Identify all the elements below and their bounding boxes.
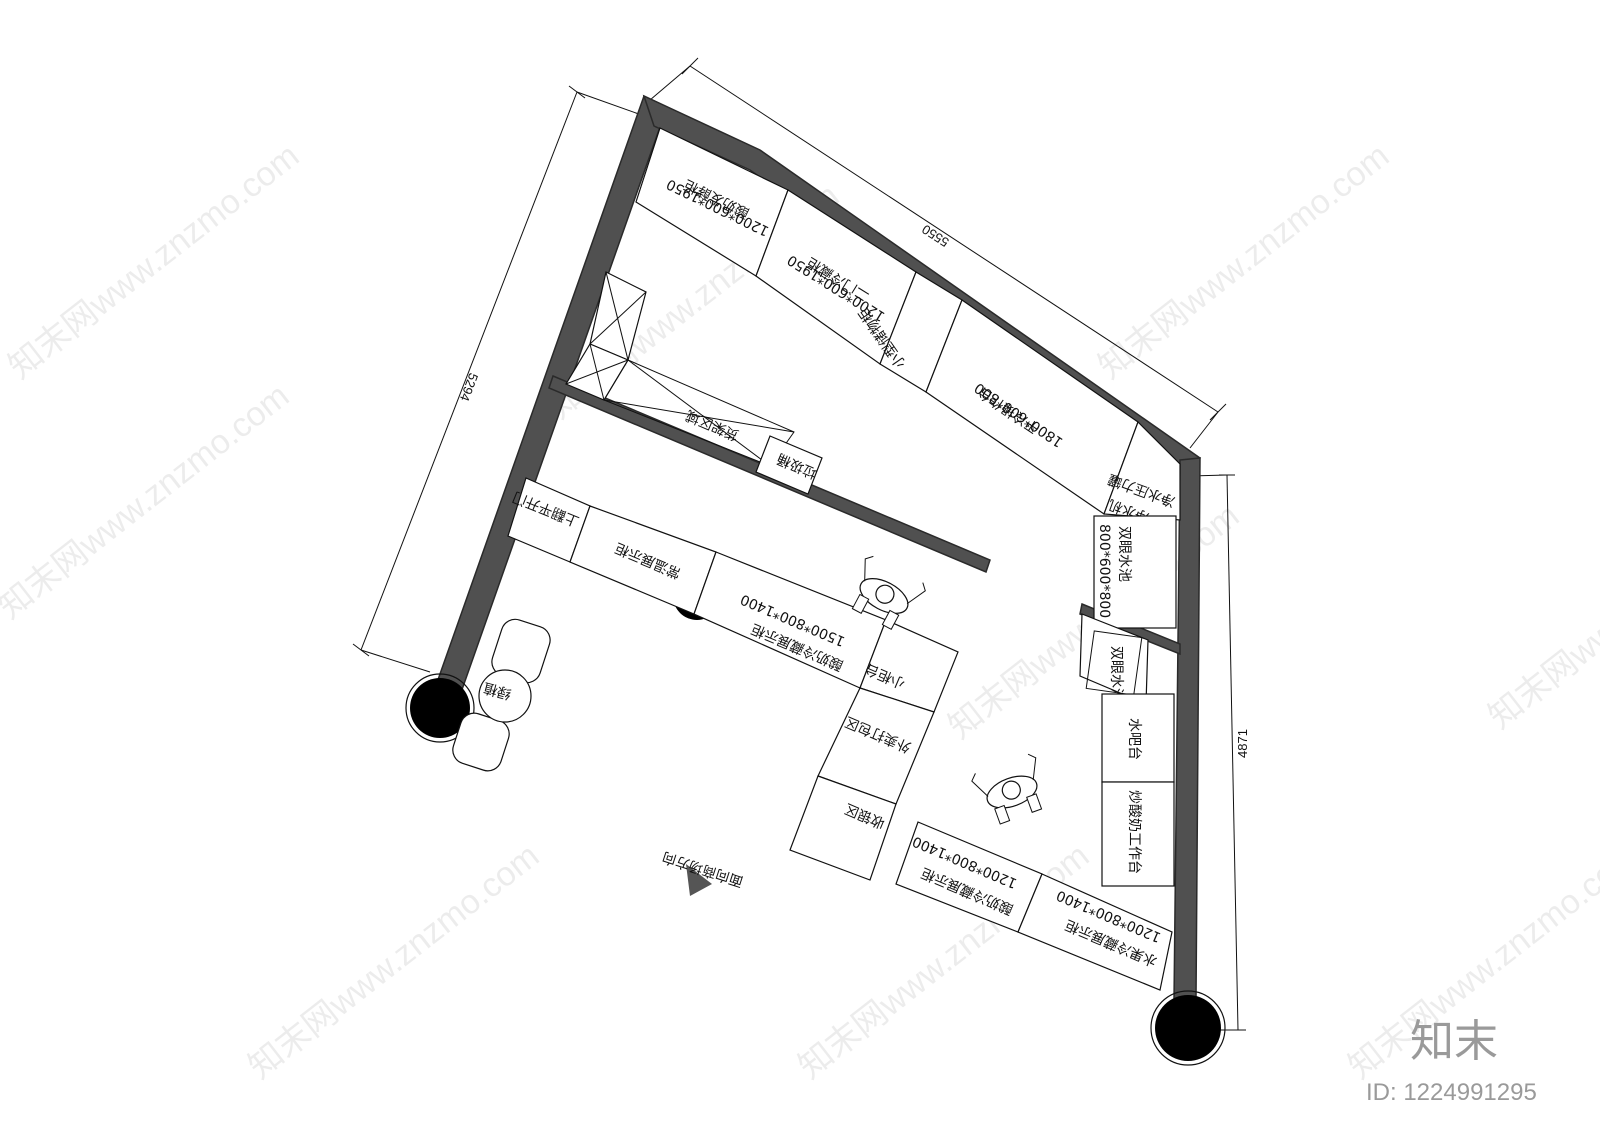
label-double-sink-size: 800*600*800: [1096, 524, 1112, 618]
direction-arrow-icon: [686, 864, 712, 896]
checkout-area: [789, 775, 897, 881]
label-stir-yogurt: 炒酸奶工作台: [1126, 790, 1142, 874]
watermark-3: 知末网www.znzmo.com: [1092, 137, 1397, 387]
watermark-7: 知末网www.znzmo.com: [242, 837, 547, 1087]
person-2: [971, 753, 1043, 825]
cabinet-flat-cold: [925, 299, 1139, 515]
label-double-sink: 双眼水池: [1116, 526, 1132, 582]
label-double-sink-small: 双眼水池: [1108, 646, 1124, 702]
watermark-1: 知末网www.znzmo.com: [2, 137, 307, 387]
wall-left: [427, 94, 668, 719]
stir-yogurt-bench: [1101, 781, 1175, 887]
double-sink: [1093, 515, 1177, 629]
dimension-top: 5550: [649, 57, 1227, 449]
back-cabinets: [635, 127, 1181, 521]
fruit-fridge: [1017, 873, 1173, 991]
storage-area: 货架区域 垃圾桶: [565, 271, 823, 495]
right-stations: 双眼水池 800*600*800 双眼水池 水吧台 炒酸奶工作台: [1079, 515, 1177, 887]
watermark-4: 知末网www.znzmo.com: [0, 377, 296, 627]
column-left: [410, 678, 470, 738]
direction-indicator: 面向商场方向: [660, 848, 745, 896]
trash-bin-box: [755, 435, 823, 495]
watermark-6: 知末网www.znzmo.com: [1482, 487, 1600, 737]
water-bar: [1101, 693, 1175, 783]
person-1: [851, 555, 926, 630]
column-left-outline: [405, 673, 475, 743]
label-water-bar: 水吧台: [1126, 718, 1142, 760]
front-counter: 上翻平开门 常温展示柜 酸奶冷藏展示柜 1500*800*1400 小柜台 外卖…: [507, 477, 1173, 991]
cabinet-water: [1103, 420, 1181, 521]
column-right-outline: [1150, 990, 1226, 1066]
dimension-right-label: 4871: [1235, 729, 1250, 758]
column-right: [1155, 995, 1221, 1061]
id-text: ID: 1224991295: [1366, 1079, 1537, 1106]
dimension-top-label: 5550: [919, 222, 951, 250]
label-plant: 绿植: [482, 679, 513, 702]
plant-pot: [478, 669, 532, 723]
dimension-left-label: 5294: [457, 371, 481, 403]
brand-logo-text: 知末: [1410, 1016, 1498, 1067]
seating: 绿植: [452, 618, 551, 772]
